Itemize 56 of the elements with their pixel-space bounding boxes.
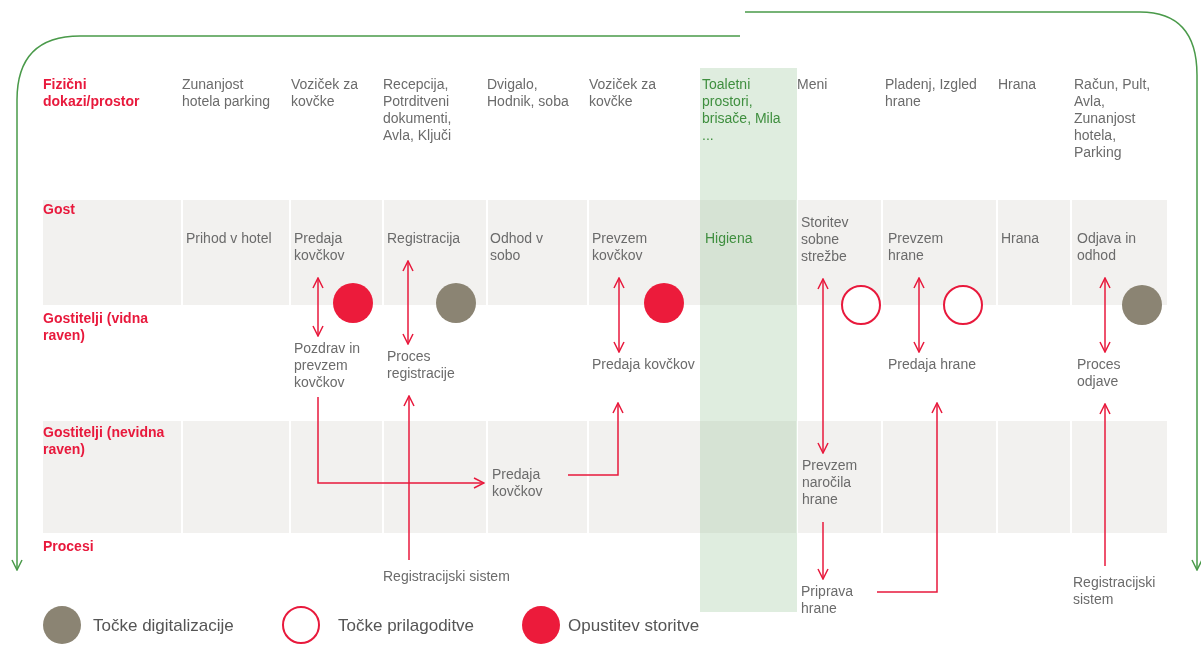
arrow	[1099, 277, 1111, 353]
arrow	[817, 278, 829, 454]
step-text: Hrana	[1001, 230, 1041, 247]
step-text: Predaja kovčkov	[294, 230, 374, 264]
arrow	[567, 402, 624, 476]
evidence-text: Meni	[797, 76, 829, 93]
opt-out-marker	[644, 283, 684, 323]
evidence-text: Pladenj, Izgled hrane	[885, 76, 978, 110]
lane-header: Fizični dokazi/prostor	[43, 76, 141, 110]
legend-text: Opustitev storitve	[568, 616, 700, 636]
step-text: Prihod v hotel	[186, 230, 273, 247]
step-text: Predaja kovčkov	[492, 466, 562, 500]
step-text: Registracija	[387, 230, 479, 247]
digitalization-marker	[436, 283, 476, 323]
legend-text: Točke prilagoditve	[338, 616, 475, 636]
step-text: Registracijski sistem	[1073, 574, 1173, 608]
legend-text: Točke digitalizacije	[93, 616, 234, 636]
adaptation-marker	[841, 285, 881, 325]
evidence-text: Recepcija, Potrditveni dokumenti, Avla, Ključi	[383, 76, 453, 144]
step-text: Priprava hrane	[801, 583, 871, 617]
evidence-text: Račun, Pult, Avla, Zunanjost hotela, Parking	[1074, 76, 1152, 161]
step-text: Prevzem naročila hrane	[802, 457, 874, 508]
arrow	[817, 521, 829, 580]
evidence-text: Hrana	[998, 76, 1038, 93]
opt-out-marker	[333, 283, 373, 323]
step-text: Registracijski sistem	[383, 568, 533, 585]
digitalization-marker	[1122, 285, 1162, 325]
evidence-text: Voziček za kovčke	[291, 76, 359, 110]
arrow	[913, 277, 925, 353]
step-text: Pozdrav in prevzem kovčkov	[294, 340, 374, 391]
evidence-text: Dvigalo, Hodnik, soba	[487, 76, 570, 110]
step-text: Predaja kovčkov	[592, 356, 710, 373]
arrow	[317, 396, 485, 489]
step-text: Predaja hrane	[888, 356, 998, 373]
evidence-text: Zunanjost hotela parking	[182, 76, 271, 110]
step-text: Storitev sobne strežbe	[801, 214, 873, 265]
lane-header: Gost	[43, 201, 76, 218]
step-text: Odjava in odhod	[1077, 230, 1157, 264]
adaptation-marker	[943, 285, 983, 325]
evidence-text: Voziček za kovčke	[589, 76, 657, 110]
step-text: Higiena	[705, 230, 754, 247]
step-text: Proces odjave	[1077, 356, 1147, 390]
lane-header: Gostitelji (nevidna raven)	[43, 424, 166, 458]
arrow	[613, 277, 625, 353]
arrow	[1099, 403, 1111, 567]
lane-header: Procesi	[43, 538, 95, 555]
arrow	[403, 395, 415, 561]
step-text: Proces registracije	[387, 348, 479, 382]
arrow	[876, 402, 943, 593]
arrow	[402, 260, 414, 345]
step-text: Odhod v sobo	[490, 230, 544, 264]
step-text: Prevzem hrane	[888, 230, 968, 264]
arrow	[312, 277, 324, 337]
lane-header: Gostitelji (vidna raven)	[43, 310, 149, 344]
step-text: Prevzem kovčkov	[592, 230, 672, 264]
evidence-text: Toaletni prostori, brisače, Mila ...	[702, 76, 782, 144]
